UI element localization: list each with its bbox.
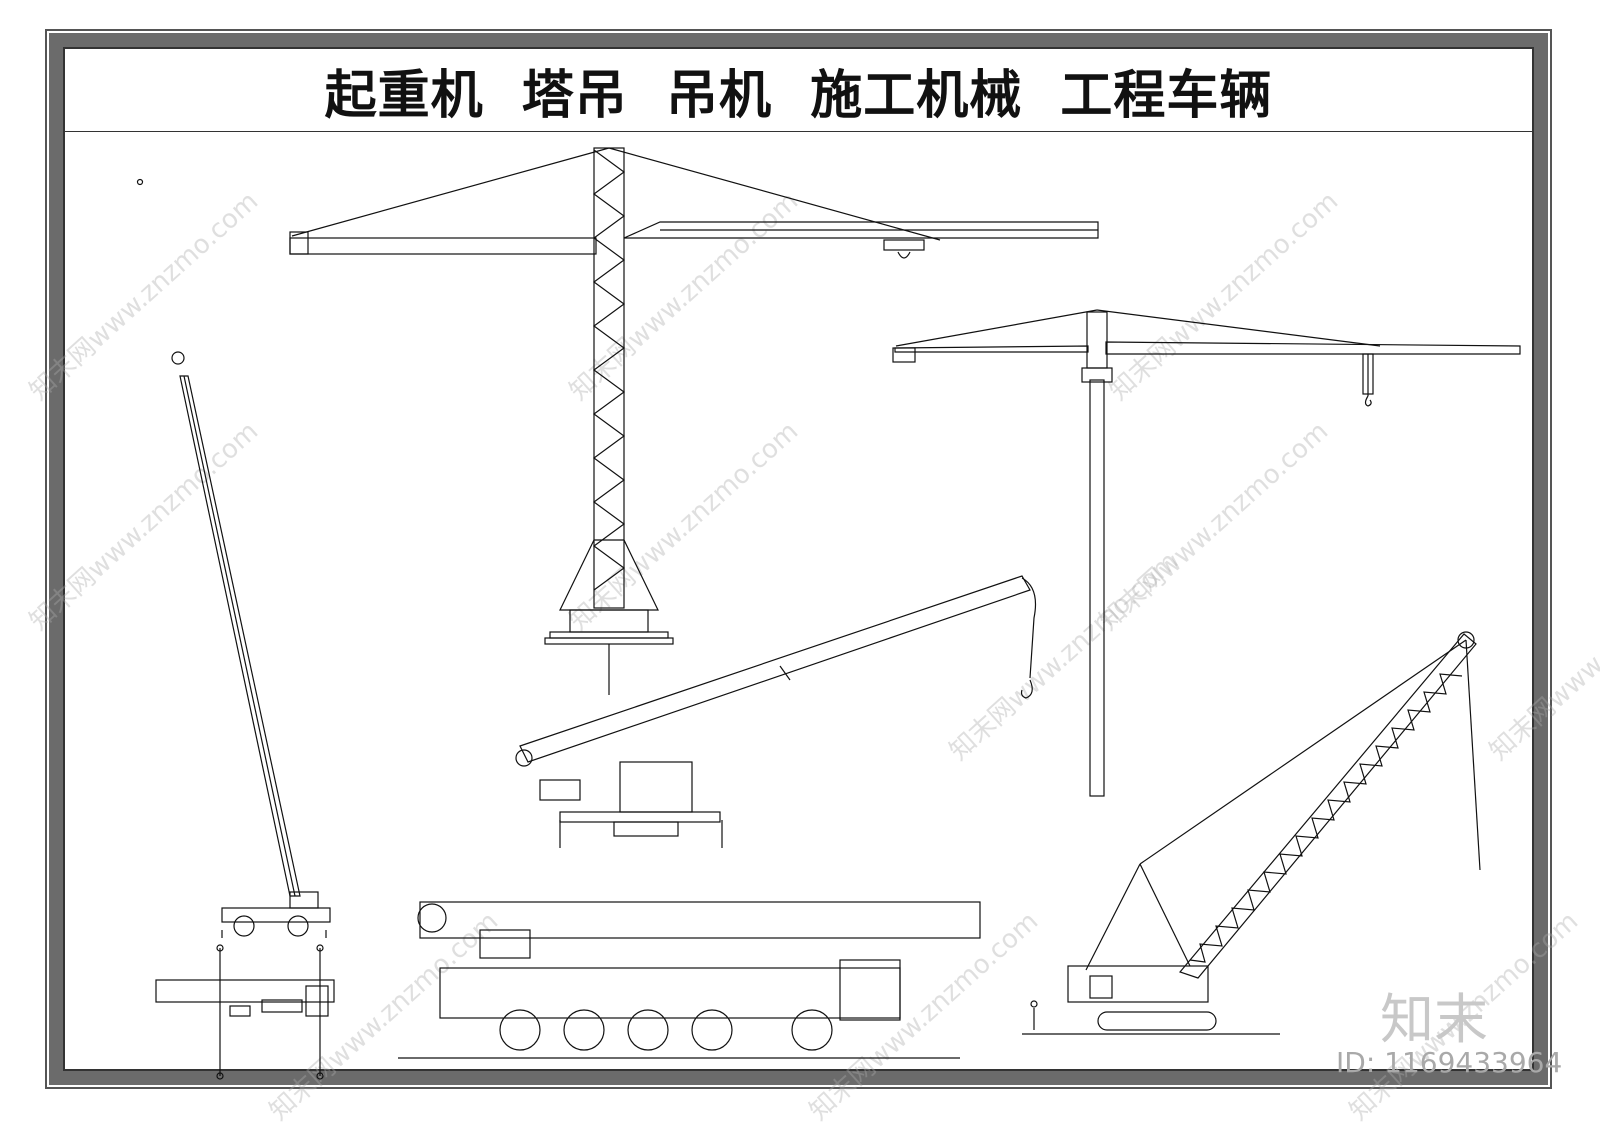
all-terrain-crane-side	[398, 901, 981, 1059]
inner-border	[63, 47, 1534, 1071]
outer-border	[45, 29, 1552, 1089]
title-divider	[63, 131, 1534, 132]
tower-crane-large	[136, 147, 1099, 695]
telescopic-mobile-crane-raised	[171, 351, 331, 938]
frame-band	[49, 33, 1548, 1085]
truck-crane-knuckle-boom	[515, 575, 1037, 848]
id-label: ID: 1169433964	[1336, 1046, 1563, 1079]
site-logo: 知末	[1380, 988, 1488, 1051]
crawler-lattice-crane	[1022, 631, 1481, 1035]
tower-crane-small	[892, 309, 1521, 797]
mobile-crane-top-view	[155, 944, 335, 1080]
page-title: 起重机 塔吊 吊机 施工机械 工程车辆	[324, 65, 1273, 126]
